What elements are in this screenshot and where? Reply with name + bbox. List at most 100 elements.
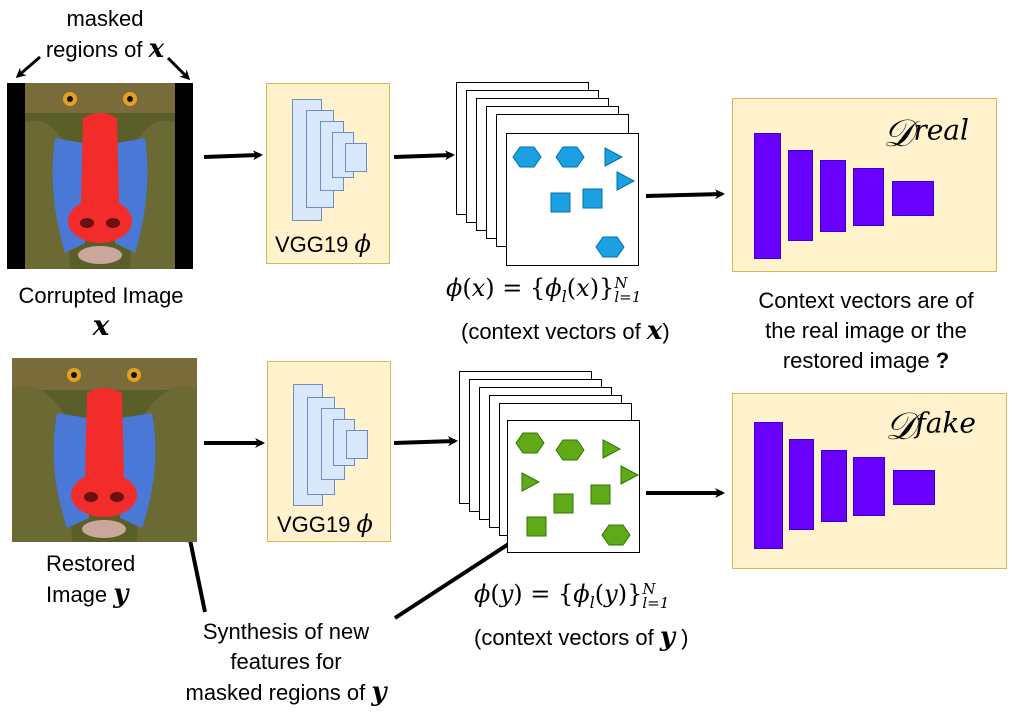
synthesis-line1: Synthesis of new <box>202 619 370 644</box>
masked-label-line2: regions of x <box>40 34 170 65</box>
feature-map-card-front <box>507 420 640 553</box>
context-caption-top: (context vectors of x) <box>461 316 670 347</box>
formula-var-top-2: x <box>576 274 590 302</box>
feature-shapes-top <box>512 146 636 258</box>
formula-sub: l <box>561 286 567 306</box>
hexagon-feature <box>595 236 625 258</box>
vgg19-encoder-top: VGG19 ϕ <box>266 83 390 264</box>
hexagon-feature <box>555 439 585 461</box>
disc-bar-2 <box>788 150 813 241</box>
disc-fake-sup: fake <box>915 406 976 440</box>
formula-phi-l: ϕ <box>545 274 562 302</box>
restored-label-line1: Restored <box>46 551 136 576</box>
hexagon-feature <box>512 146 542 168</box>
masked-regions-label: masked regions of x <box>40 4 170 65</box>
masked-label-text: regions of <box>45 37 143 62</box>
formula-phi-l: ϕ <box>573 580 590 608</box>
square-feature <box>582 188 603 209</box>
formula-lower: l=1 <box>614 287 642 306</box>
corrupted-image-var: x <box>92 309 110 342</box>
corrupted-image <box>7 83 193 269</box>
corrupted-image-caption: Corrupted Image x <box>0 281 202 341</box>
synthesis-arrow-to-feature <box>393 532 527 620</box>
question-line2: the real image or the <box>765 318 967 343</box>
triangle-feature <box>604 147 624 167</box>
disc-fake-label: 𝒟fake <box>885 404 976 449</box>
vgg-layer-5 <box>345 143 367 172</box>
feature-shapes-bottom <box>515 432 640 546</box>
triangle-feature <box>521 472 541 492</box>
hexagon-feature <box>555 146 585 168</box>
mandrill-photo-restored <box>12 358 197 542</box>
question-mark: ? <box>935 348 950 373</box>
vgg-label-text: VGG19 <box>277 512 351 537</box>
arrow-vgg-to-features-top <box>393 150 455 161</box>
formula-lower: l=1 <box>642 593 670 612</box>
restored-label-line2-wrap: Image y <box>46 579 166 610</box>
feature-map-card-front <box>506 133 639 266</box>
context-caption-var: y <box>659 622 675 652</box>
mandrill-photo-masked <box>25 83 175 269</box>
vgg-label-text: VGG19 <box>275 232 349 257</box>
restored-image <box>12 358 197 542</box>
formula-var-top: x <box>471 274 486 302</box>
triangle-feature <box>620 465 640 485</box>
disc-real-label: 𝒟real <box>883 111 969 156</box>
disc-bar-3 <box>820 160 846 232</box>
arrow-features-to-disc-top <box>645 189 725 200</box>
synthesis-arrow-to-image <box>185 532 207 613</box>
restored-image-var: y <box>113 579 129 609</box>
question-line3: restored image <box>782 348 930 373</box>
disc-bar-1 <box>754 133 781 259</box>
vgg-layer-5 <box>346 430 368 459</box>
question-line1: Context vectors are of <box>758 288 974 313</box>
vgg-label-top: VGG19 ϕ <box>275 229 371 260</box>
vgg19-encoder-bottom: VGG19 ϕ <box>267 361 391 542</box>
hexagon-feature <box>601 524 631 546</box>
disc-bar-3 <box>821 450 847 522</box>
formula-sub: l <box>589 592 595 612</box>
vgg-label-bottom: VGG19 ϕ <box>277 509 373 540</box>
square-feature <box>590 484 611 505</box>
disc-bar-4 <box>853 457 885 516</box>
formula-var-bottom-2: y <box>604 580 618 608</box>
synthesis-label: Synthesis of new features for masked reg… <box>170 617 402 708</box>
disc-real-sup: real <box>913 113 969 147</box>
question-line3-wrap: restored image ? <box>735 346 997 376</box>
square-feature <box>553 493 574 514</box>
vgg-phi-symbol: ϕ <box>356 510 373 538</box>
disc-bar-5 <box>892 181 934 216</box>
discriminator-real: 𝒟real <box>732 98 997 272</box>
restored-label-line2: Image <box>46 582 108 607</box>
formula-phi: ϕ <box>446 274 463 302</box>
feature-stack-top <box>456 82 640 266</box>
masked-arrow-left <box>15 55 41 78</box>
formula-var-bottom: y <box>499 580 514 608</box>
formula-sup: N <box>642 579 656 598</box>
arrow-image-to-vgg-top <box>203 150 263 161</box>
masked-label-line1: masked <box>66 6 144 31</box>
context-caption-close: ) <box>674 625 689 650</box>
square-feature <box>550 192 571 213</box>
disc-d-symbol: 𝒟 <box>883 111 914 155</box>
formula-sup: N <box>614 273 628 292</box>
question-text: Context vectors are of the real image or… <box>735 286 997 376</box>
feature-stack-bottom <box>459 371 643 555</box>
context-caption-text: (context vectors of <box>461 319 641 344</box>
context-caption-bottom: (context vectors of y ) <box>474 622 688 653</box>
triangle-feature <box>616 171 636 191</box>
synthesis-var: y <box>371 677 387 707</box>
disc-d-symbol: 𝒟 <box>885 404 916 448</box>
disc-bar-4 <box>853 168 884 226</box>
context-caption-close: ) <box>662 319 670 344</box>
context-caption-var: x <box>646 316 663 346</box>
disc-bar-1 <box>754 422 783 549</box>
arrow-vgg-to-features-bottom <box>393 436 458 447</box>
triangle-feature <box>602 439 622 459</box>
corrupted-image-label: Corrupted Image <box>18 283 184 308</box>
masked-arrow-right <box>166 56 191 81</box>
square-feature <box>526 516 547 537</box>
